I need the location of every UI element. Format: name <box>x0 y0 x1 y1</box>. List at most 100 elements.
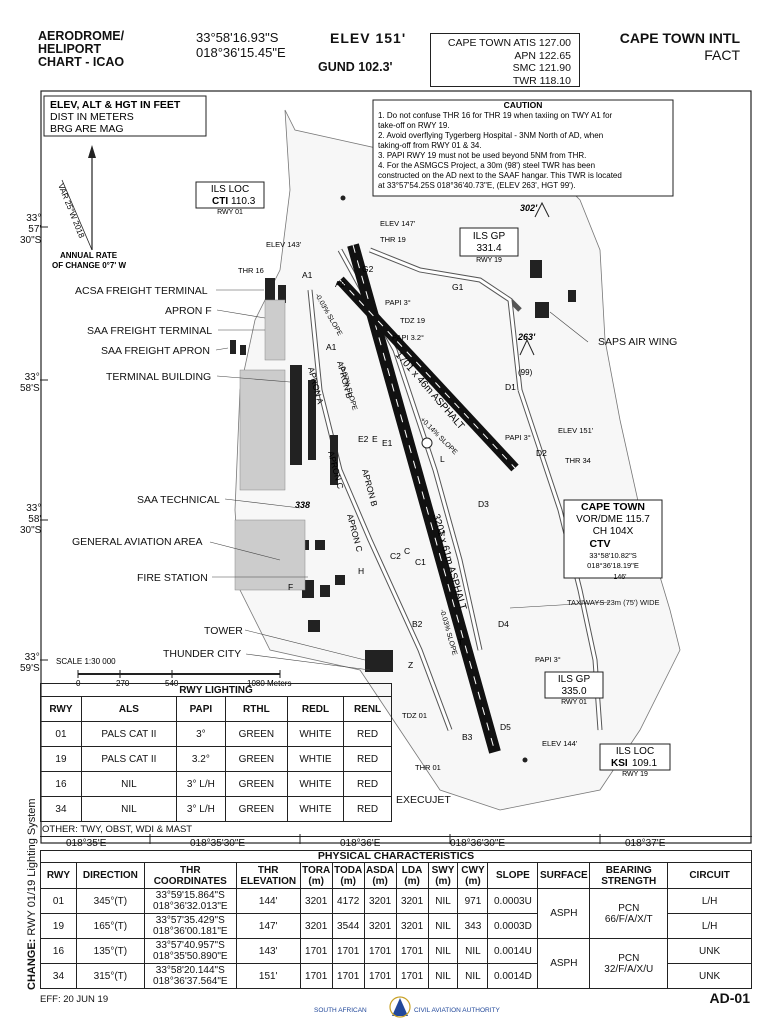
col-header: SLOPE <box>487 862 539 889</box>
cell: 1701 <box>363 938 397 964</box>
thr-lon: 018°36'37.564"E <box>153 976 228 987</box>
icao-code: FACT <box>704 47 740 63</box>
geoid-undulation: GUND 102.3' <box>318 60 393 74</box>
pcn-value: 66/F/A/X/T <box>604 913 653 925</box>
col-header: BEARING STRENGTH <box>589 862 669 889</box>
lat-label-part: 58' <box>28 514 42 525</box>
aprons <box>234 299 306 591</box>
change-label: CHANGE: <box>26 938 38 990</box>
twy-label: M <box>438 528 445 538</box>
label-taxiway-width: TAXIWAYS 23m (75') WIDE <box>567 598 660 607</box>
label-saa-freight-terminal: SAA FREIGHT TERMINAL <box>87 325 213 337</box>
ils-loc-title: ILS LOC <box>211 184 249 195</box>
cell: 3° L/H <box>175 771 226 797</box>
cell: ASPH <box>537 938 591 989</box>
cell: 343 <box>457 913 489 939</box>
cell: 19 <box>40 746 82 772</box>
ils-gp-rwy: RWY 19 <box>476 257 502 264</box>
cell: 3201 <box>299 913 333 939</box>
freq-twr: TWR 118.10 <box>512 74 571 87</box>
obstacle-302: 302' <box>520 203 538 213</box>
lat-label-part: 33° <box>24 652 40 663</box>
vor-title: CAPE TOWN <box>581 501 645 513</box>
lat-label-5730: 33° 57' 30"S <box>20 213 41 246</box>
legend-line-2: DIST IN METERS <box>50 111 134 123</box>
ils-loc-ident: CTI <box>212 196 228 207</box>
col-header: TORA (m) <box>299 862 333 889</box>
col-header: RTHL <box>224 696 288 722</box>
twy-label: B3 <box>462 732 473 742</box>
ils-loc-01-marker-icon <box>340 195 346 201</box>
lat-label-part: 59'S <box>20 663 40 674</box>
leader-lines <box>209 289 611 671</box>
col-header: ASDA (m) <box>363 862 397 889</box>
chart-type-title: AERODROME/ HELIPORT CHART - ICAO <box>38 30 124 69</box>
cell: NIL <box>457 938 489 964</box>
cell: NIL <box>80 796 177 822</box>
caution-item: 1. Do not confuse THR 16 for THR 19 when… <box>378 111 613 120</box>
thr-01: THR 01 <box>415 763 441 772</box>
cell: 3201 <box>363 888 397 914</box>
twy-label: D1 <box>505 382 516 392</box>
cell: UNK <box>667 938 752 964</box>
lat-label-part: 57' <box>28 224 42 235</box>
col-header: CIRCUIT <box>667 862 752 889</box>
thr-lon: 018°36'00.181"E <box>153 926 228 937</box>
thr-lon: 018°35'50.890"E <box>153 951 228 962</box>
vor-elev: 146' <box>613 574 626 581</box>
papi-01: PAPI 3° <box>535 655 561 664</box>
twy-label: D3 <box>478 499 489 509</box>
north-arrow-icon <box>61 145 96 251</box>
cell: 34 <box>40 963 77 989</box>
label-general-aviation-area: GENERAL AVIATION AREA <box>72 536 203 548</box>
legend-box: ELEV, ALT & HGT IN FEET DIST IN METERS B… <box>43 95 207 137</box>
aerodrome-map: ELEV, ALT & HGT IN FEET DIST IN METERS B… <box>40 90 752 844</box>
caution-title: CAUTION <box>504 100 543 110</box>
cell: NIL <box>80 771 177 797</box>
lat-label-5830: 33° 58' 30"S <box>20 503 41 536</box>
cell: 3201 <box>299 888 333 914</box>
runway-16-34 <box>336 276 519 472</box>
caution-item: constructed on the AD next to the SAAF h… <box>378 171 622 180</box>
papi-34: PAPI 3° <box>505 433 531 442</box>
cell: 3201 <box>395 913 429 939</box>
cell: WHITE <box>286 796 345 822</box>
col-header: RWY <box>40 696 82 722</box>
cell: 0.0014U <box>487 938 539 964</box>
ils-loc-freq: 109.1 <box>632 758 657 769</box>
physical-characteristics-table: PHYSICAL CHARACTERISTICS RWY DIRECTION T… <box>40 850 752 989</box>
change-note: CHANGE: RWY 01/19 Lighting System <box>26 780 38 990</box>
annual-rate-2: OF CHANGE 0°7' W <box>52 261 126 270</box>
twy-label: D4 <box>498 619 509 629</box>
cell: WHITE <box>286 721 345 747</box>
caution-item: take-off on RWY 19. <box>378 121 450 130</box>
caution-item: 2. Avoid overflying Tygerberg Hospital -… <box>378 131 603 140</box>
cell: NIL <box>427 938 459 964</box>
obstacle-338: 338 <box>295 500 310 510</box>
arp-lon: 018°36'15.45"E <box>196 45 286 60</box>
ils-gp-19-box: ILS GP 331.4 RWY 19 <box>459 227 519 264</box>
ils-loc-01-box: ILS LOC CTI 110.3 RWY 01 <box>195 181 265 216</box>
ils-gp-freq: 331.4 <box>476 243 501 254</box>
caution-item: at 33°57'54.25S 018°36'40.73"E, (ELEV 26… <box>378 181 576 190</box>
twy-label: A1 <box>326 342 337 352</box>
cell: 34 <box>40 796 82 822</box>
thr-16: THR 16 <box>238 266 264 275</box>
cell: RED <box>343 721 392 747</box>
lat-label-part: 33° <box>26 213 42 224</box>
thr-lon: 018°36'32.013"E <box>153 901 228 912</box>
twy-label: A2 <box>335 279 346 289</box>
cell: RED <box>343 796 392 822</box>
page-number: AD-01 <box>709 990 750 1006</box>
cell: 01 <box>40 888 77 914</box>
tdz-01: TDZ 01 <box>402 711 427 720</box>
label-saa-freight-apron: SAA FREIGHT APRON <box>101 345 210 357</box>
title-line: CHART - ICAO <box>38 55 125 69</box>
thr-19: THR 19 <box>380 235 406 244</box>
lat-label-part: 33° <box>26 503 42 514</box>
